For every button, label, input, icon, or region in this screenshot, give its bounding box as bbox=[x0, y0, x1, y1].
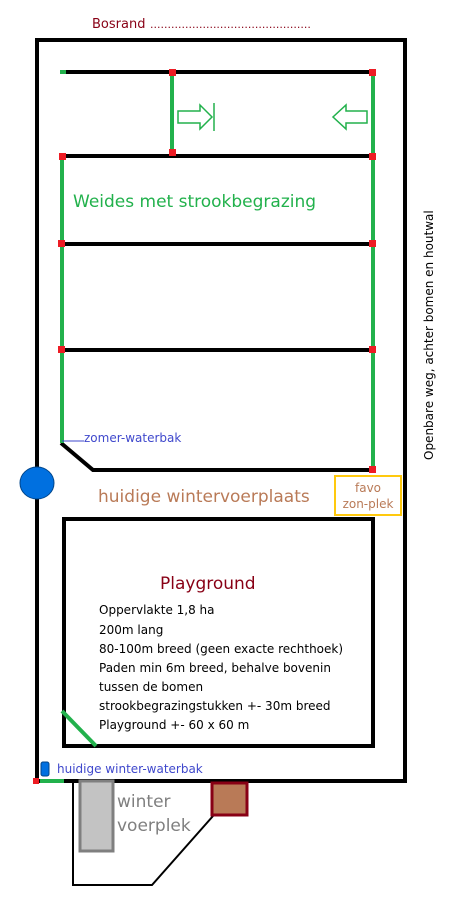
zomer-waterbak-icon bbox=[19, 466, 55, 500]
playground-detail-line: strookbegrazingstukken +- 30m breed bbox=[99, 699, 331, 713]
fence-post bbox=[369, 69, 376, 76]
bosrand-dotted-line: ........................................… bbox=[150, 18, 311, 31]
weides-label: Weides met strookbegrazing bbox=[73, 192, 316, 212]
fence-post bbox=[58, 240, 65, 247]
zon-plek-label: zon-plek bbox=[343, 497, 394, 511]
winter-waterbak-icon bbox=[40, 761, 50, 777]
fence-post bbox=[369, 466, 376, 473]
playground-detail-line: Playground +- 60 x 60 m bbox=[99, 718, 249, 732]
bosrand-label: Bosrand bbox=[92, 17, 145, 32]
zomer-waterbak-label: zomer-waterbak bbox=[84, 431, 181, 445]
arrow-left-icon bbox=[331, 103, 368, 131]
arrow-right-icon bbox=[177, 103, 214, 131]
playground-title: Playground bbox=[160, 574, 256, 594]
playground-detail-line: tussen de bomen bbox=[99, 680, 203, 694]
fence-posts bbox=[33, 69, 376, 784]
voerplek-label: voerplek bbox=[117, 816, 191, 836]
fence-post bbox=[169, 149, 176, 156]
playground-details: Oppervlakte 1,8 ha 200m lang 80-100m bre… bbox=[99, 603, 343, 732]
fence-post bbox=[369, 153, 376, 160]
wintervoerplaats-label: huidige wintervoerplaats bbox=[98, 487, 310, 507]
playground-detail-line: Paden min 6m breed, behalve bovenin bbox=[99, 661, 331, 675]
fence-post bbox=[169, 69, 176, 76]
winter-enclosure-outline bbox=[72, 783, 214, 886]
fence-post bbox=[369, 240, 376, 247]
playground-gate bbox=[60, 709, 98, 748]
favo-label: favo bbox=[355, 481, 381, 495]
fence-post bbox=[33, 778, 39, 784]
playground-detail-line: 80-100m breed (geen exacte rechthoek) bbox=[99, 642, 343, 656]
fence-post bbox=[369, 346, 376, 353]
winter-waterbak-label: huidige winter-waterbak bbox=[57, 762, 203, 776]
strip-fence-bottom bbox=[59, 441, 373, 472]
winter-label: winter bbox=[117, 792, 171, 812]
openbare-weg-label: Openbare weg, achter bomen en houtwal bbox=[422, 210, 436, 460]
playground-area bbox=[62, 517, 375, 748]
playground-detail-line: Oppervlakte 1,8 ha bbox=[99, 603, 215, 617]
playground-detail-line: 200m lang bbox=[99, 623, 163, 637]
outer-boundary bbox=[35, 38, 407, 783]
favo-zon-plek-box bbox=[334, 475, 402, 516]
fence-post bbox=[59, 153, 66, 160]
hay-feeder bbox=[210, 781, 249, 817]
winter-voerplek-shelter bbox=[78, 779, 115, 853]
fence-post bbox=[58, 346, 65, 353]
